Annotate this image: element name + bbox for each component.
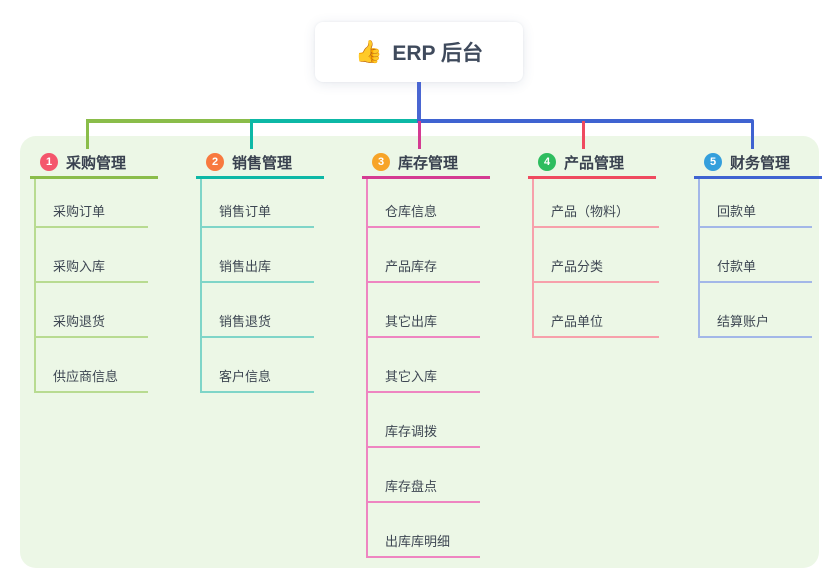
- branch-product-management: 4 产品管理 产品（物料） 产品分类 产品单位: [528, 148, 688, 338]
- branch-purchase-management: 1 采购管理 采购订单 采购入库 采购退货 供应商信息: [30, 148, 190, 393]
- bus-segment-left: [86, 119, 252, 123]
- branch-drop-connector: [418, 121, 421, 149]
- child-node[interactable]: 采购入库: [36, 228, 149, 283]
- branch-label: 库存管理: [398, 154, 459, 172]
- child-node[interactable]: 其它入库: [368, 338, 481, 393]
- child-node[interactable]: 产品库存: [368, 228, 481, 283]
- child-node[interactable]: 结算账户: [700, 283, 812, 338]
- branch-number-badge: 5: [704, 153, 722, 171]
- child-node[interactable]: 采购退货: [36, 283, 149, 338]
- branch-header[interactable]: 3 库存管理: [362, 148, 490, 179]
- child-node[interactable]: 产品单位: [534, 283, 660, 338]
- branch-sales-management: 2 销售管理 销售订单 销售出库 销售退货 客户信息: [196, 148, 356, 393]
- branch-inventory-management: 3 库存管理 仓库信息 产品库存 其它出库 其它入库 库存调拨 库存盘点 出库库…: [362, 148, 522, 558]
- branch-label: 产品管理: [564, 154, 625, 172]
- branch-number-badge: 1: [40, 153, 58, 171]
- children-group: 仓库信息 产品库存 其它出库 其它入库 库存调拨 库存盘点 出库库明细: [366, 179, 481, 558]
- children-group: 销售订单 销售出库 销售退货 客户信息: [200, 179, 314, 393]
- child-node[interactable]: 产品分类: [534, 228, 660, 283]
- branch-header[interactable]: 2 销售管理: [196, 148, 324, 179]
- branch-number-badge: 4: [538, 153, 556, 171]
- children-group: 产品（物料） 产品分类 产品单位: [532, 179, 660, 338]
- branch-header[interactable]: 1 采购管理: [30, 148, 158, 179]
- root-label: ERP 后台: [392, 42, 484, 65]
- branch-drop-connector: [582, 121, 585, 149]
- branch-header[interactable]: 5 财务管理: [694, 148, 822, 179]
- branch-label: 财务管理: [730, 154, 791, 172]
- child-node[interactable]: 销售订单: [202, 179, 314, 228]
- child-node[interactable]: 仓库信息: [368, 179, 481, 228]
- thumbs-up-icon: 👍: [354, 39, 383, 64]
- child-node[interactable]: 库存调拨: [368, 393, 481, 448]
- branch-header[interactable]: 4 产品管理: [528, 148, 656, 179]
- child-node[interactable]: 产品（物料）: [534, 179, 660, 228]
- bus-segment-right: [417, 119, 754, 123]
- child-node[interactable]: 其它出库: [368, 283, 481, 338]
- branch-label: 销售管理: [232, 154, 293, 172]
- branch-number-badge: 3: [372, 153, 390, 171]
- child-node[interactable]: 库存盘点: [368, 448, 481, 503]
- branch-label: 采购管理: [66, 154, 127, 172]
- bus-segment-mid: [250, 119, 419, 123]
- child-node[interactable]: 付款单: [700, 228, 812, 283]
- branch-drop-connector: [250, 121, 253, 149]
- branch-drop-connector: [751, 121, 754, 149]
- mindmap-background-panel: [20, 136, 819, 568]
- root-node[interactable]: 👍 ERP 后台: [315, 22, 523, 82]
- child-node[interactable]: 销售退货: [202, 283, 314, 338]
- child-node[interactable]: 客户信息: [202, 338, 314, 393]
- child-node[interactable]: 销售出库: [202, 228, 314, 283]
- children-group: 回款单 付款单 结算账户: [698, 179, 812, 338]
- root-connector: [417, 82, 421, 120]
- branch-finance-management: 5 财务管理 回款单 付款单 结算账户: [694, 148, 839, 338]
- child-node[interactable]: 供应商信息: [36, 338, 149, 393]
- branch-drop-connector: [86, 121, 89, 149]
- child-node[interactable]: 采购订单: [36, 179, 149, 228]
- child-node[interactable]: 出库库明细: [368, 503, 481, 558]
- branch-number-badge: 2: [206, 153, 224, 171]
- children-group: 采购订单 采购入库 采购退货 供应商信息: [34, 179, 149, 393]
- child-node[interactable]: 回款单: [700, 179, 812, 228]
